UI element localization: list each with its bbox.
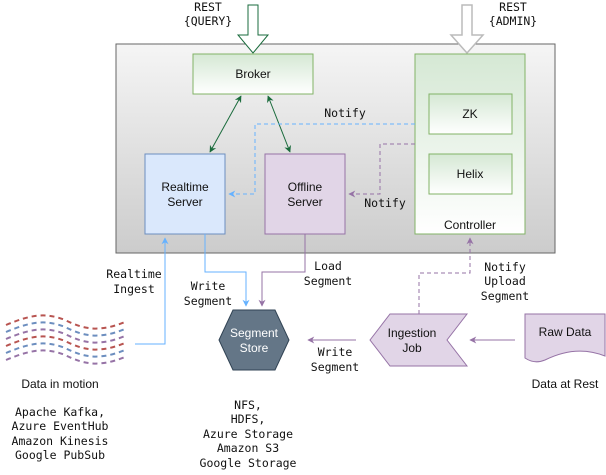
offline-server-node[interactable]: Offline Server xyxy=(264,153,346,235)
realtime-ingest-label-line2: Ingest xyxy=(113,282,155,296)
realtime-ingest-edge xyxy=(135,237,169,345)
stream-source-item: Azure EventHub xyxy=(12,419,109,433)
storage-option-item: Azure Storage xyxy=(203,427,293,441)
load-segment-label-line2: Segment xyxy=(304,274,352,288)
realtime-server-node[interactable]: Realtime Server xyxy=(144,153,226,235)
zk-node[interactable]: ZK xyxy=(428,93,513,135)
ingestion-job-node[interactable]: Ingestion Job xyxy=(369,313,469,367)
storage-option-item: HDFS, xyxy=(231,412,266,426)
segment-store-node[interactable]: Segment Store xyxy=(218,309,290,371)
notify-offline-label: Notify xyxy=(364,196,406,210)
notify-upload-edge xyxy=(418,237,474,314)
realtime-server-label-line2: Server xyxy=(167,195,202,209)
broker-realtime-edge xyxy=(209,95,242,153)
notify-realtime-label: Notify xyxy=(324,106,366,120)
rest-admin-label-line1: REST xyxy=(499,0,527,14)
raw-data-label: Raw Data xyxy=(539,325,592,339)
notify-offline-edge xyxy=(348,143,415,198)
data-in-motion-caption: Data in motion xyxy=(21,377,98,391)
stream-source-item: Apache Kafka, xyxy=(15,405,105,419)
zk-label: ZK xyxy=(462,107,477,121)
notify-upload-label-line3: Segment xyxy=(481,289,529,303)
ingestion-job-label-line1: Ingestion xyxy=(388,326,437,340)
rest-query-label-line1: REST xyxy=(194,0,222,14)
helix-label: Helix xyxy=(457,167,484,181)
data-in-motion-wave-icon xyxy=(5,314,126,365)
offline-server-label-line1: Offline xyxy=(288,180,323,194)
write-segment-job-label-line2: Segment xyxy=(311,360,359,374)
storage-options-list: NFS, HDFS, Azure Storage Amazon S3 Googl… xyxy=(200,398,297,470)
load-segment-edge xyxy=(258,234,306,307)
broker-label: Broker xyxy=(235,67,270,81)
segment-store-label-line2: Store xyxy=(240,341,269,355)
raw-data-node[interactable]: Raw Data xyxy=(524,313,606,363)
offline-server-label-line2: Server xyxy=(287,195,322,209)
write-segment-rt-label-line1: Write xyxy=(191,279,226,293)
notify-realtime-edge xyxy=(228,123,415,198)
realtime-ingest-label-line1: Realtime xyxy=(106,267,161,281)
notify-upload-label-line1: Notify xyxy=(484,260,526,274)
stream-sources-list: Apache Kafka, Azure EventHub Amazon Kine… xyxy=(12,405,109,462)
controller-label: Controller xyxy=(444,218,496,232)
stream-source-item: Google PubSub xyxy=(15,448,105,462)
rest-admin-arrow-icon xyxy=(449,4,485,55)
storage-option-item: Google Storage xyxy=(200,456,297,470)
storage-option-item: Amazon S3 xyxy=(217,441,279,455)
segment-store-label-line1: Segment xyxy=(230,326,279,340)
load-segment-label-line1: Load xyxy=(314,259,342,273)
data-at-rest-caption: Data at Rest xyxy=(532,377,599,391)
write-segment-rt-label-line2: Segment xyxy=(184,294,232,308)
broker-node[interactable]: Broker xyxy=(192,53,314,95)
stream-source-item: Amazon Kinesis xyxy=(12,434,109,448)
helix-node[interactable]: Helix xyxy=(428,153,513,195)
ingestion-job-label-line2: Job xyxy=(402,341,422,355)
realtime-server-label-line1: Realtime xyxy=(161,180,209,194)
rest-admin-label-line2: {ADMIN} xyxy=(489,14,537,28)
rest-query-arrow-icon xyxy=(236,4,270,54)
realtime-write-segment-edge xyxy=(204,234,250,307)
notify-upload-label-line2: Upload xyxy=(484,274,526,288)
write-segment-job-label-line1: Write xyxy=(318,345,353,359)
storage-option-item: NFS, xyxy=(234,398,262,412)
rest-admin-entry: REST {ADMIN} xyxy=(449,0,537,55)
rest-query-label-line2: {QUERY} xyxy=(184,14,232,28)
rest-query-entry: REST {QUERY} xyxy=(184,0,270,54)
controller-node[interactable]: Controller xyxy=(414,53,526,235)
